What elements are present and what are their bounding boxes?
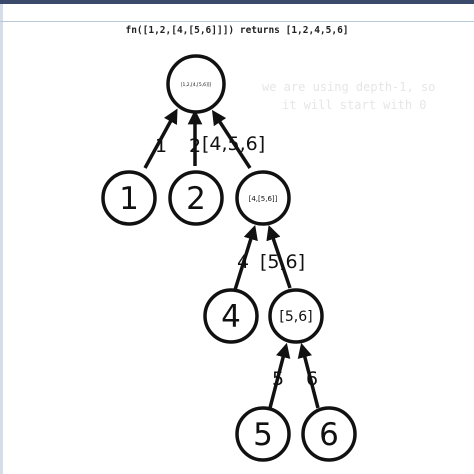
node-5-label: 5: [253, 417, 273, 453]
node-1-label: 1: [119, 181, 139, 217]
node-pair-5-6-label: [5,6]: [279, 309, 312, 325]
edge-label-2: 2: [189, 135, 201, 157]
edge-1-to-root: [143, 108, 178, 169]
faded-note-line-1: we are using depth-1, so: [262, 80, 436, 94]
node-4-label: 4: [221, 299, 241, 335]
node-4: [203, 288, 259, 344]
node-root-label: [1,2,[4,[5,6]]]: [181, 82, 212, 88]
edge-56-to-sub: [266, 225, 292, 289]
edge-4-to-sub: [233, 224, 258, 291]
edge-label-5: 5: [272, 368, 284, 390]
edge-label-456: [4,5,6]: [202, 133, 265, 155]
edge-label-56: [5,6]: [260, 251, 305, 273]
node-6-label: 6: [319, 417, 339, 453]
node-6: [301, 406, 357, 462]
edge-sub-to-root: [211, 109, 252, 169]
header-title: fn([1,2,[4,[5,6]]]) returns [1,2,4,5,6]: [125, 25, 349, 36]
edge-6-to-pair: [297, 342, 320, 409]
node-2-label: 2: [186, 181, 206, 217]
node-pair-5-6: [268, 288, 324, 344]
node-sub-4-56: [235, 170, 291, 226]
left-window-edge: [0, 0, 3, 474]
edge-label-6: 6: [306, 368, 318, 390]
faded-note-line-2: it will start with 0: [282, 98, 427, 112]
edge-label-1: 1: [155, 135, 167, 157]
node-sub-4-56-label: [4,[5,6]]: [249, 195, 278, 203]
window-top-bar: [0, 0, 474, 4]
node-1: [101, 170, 157, 226]
node-root: [166, 54, 226, 114]
node-5: [235, 406, 291, 462]
header-divider: [0, 21, 474, 22]
edge-label-4: 4: [237, 251, 249, 273]
node-2: [168, 170, 224, 226]
edge-5-to-pair: [268, 342, 291, 409]
